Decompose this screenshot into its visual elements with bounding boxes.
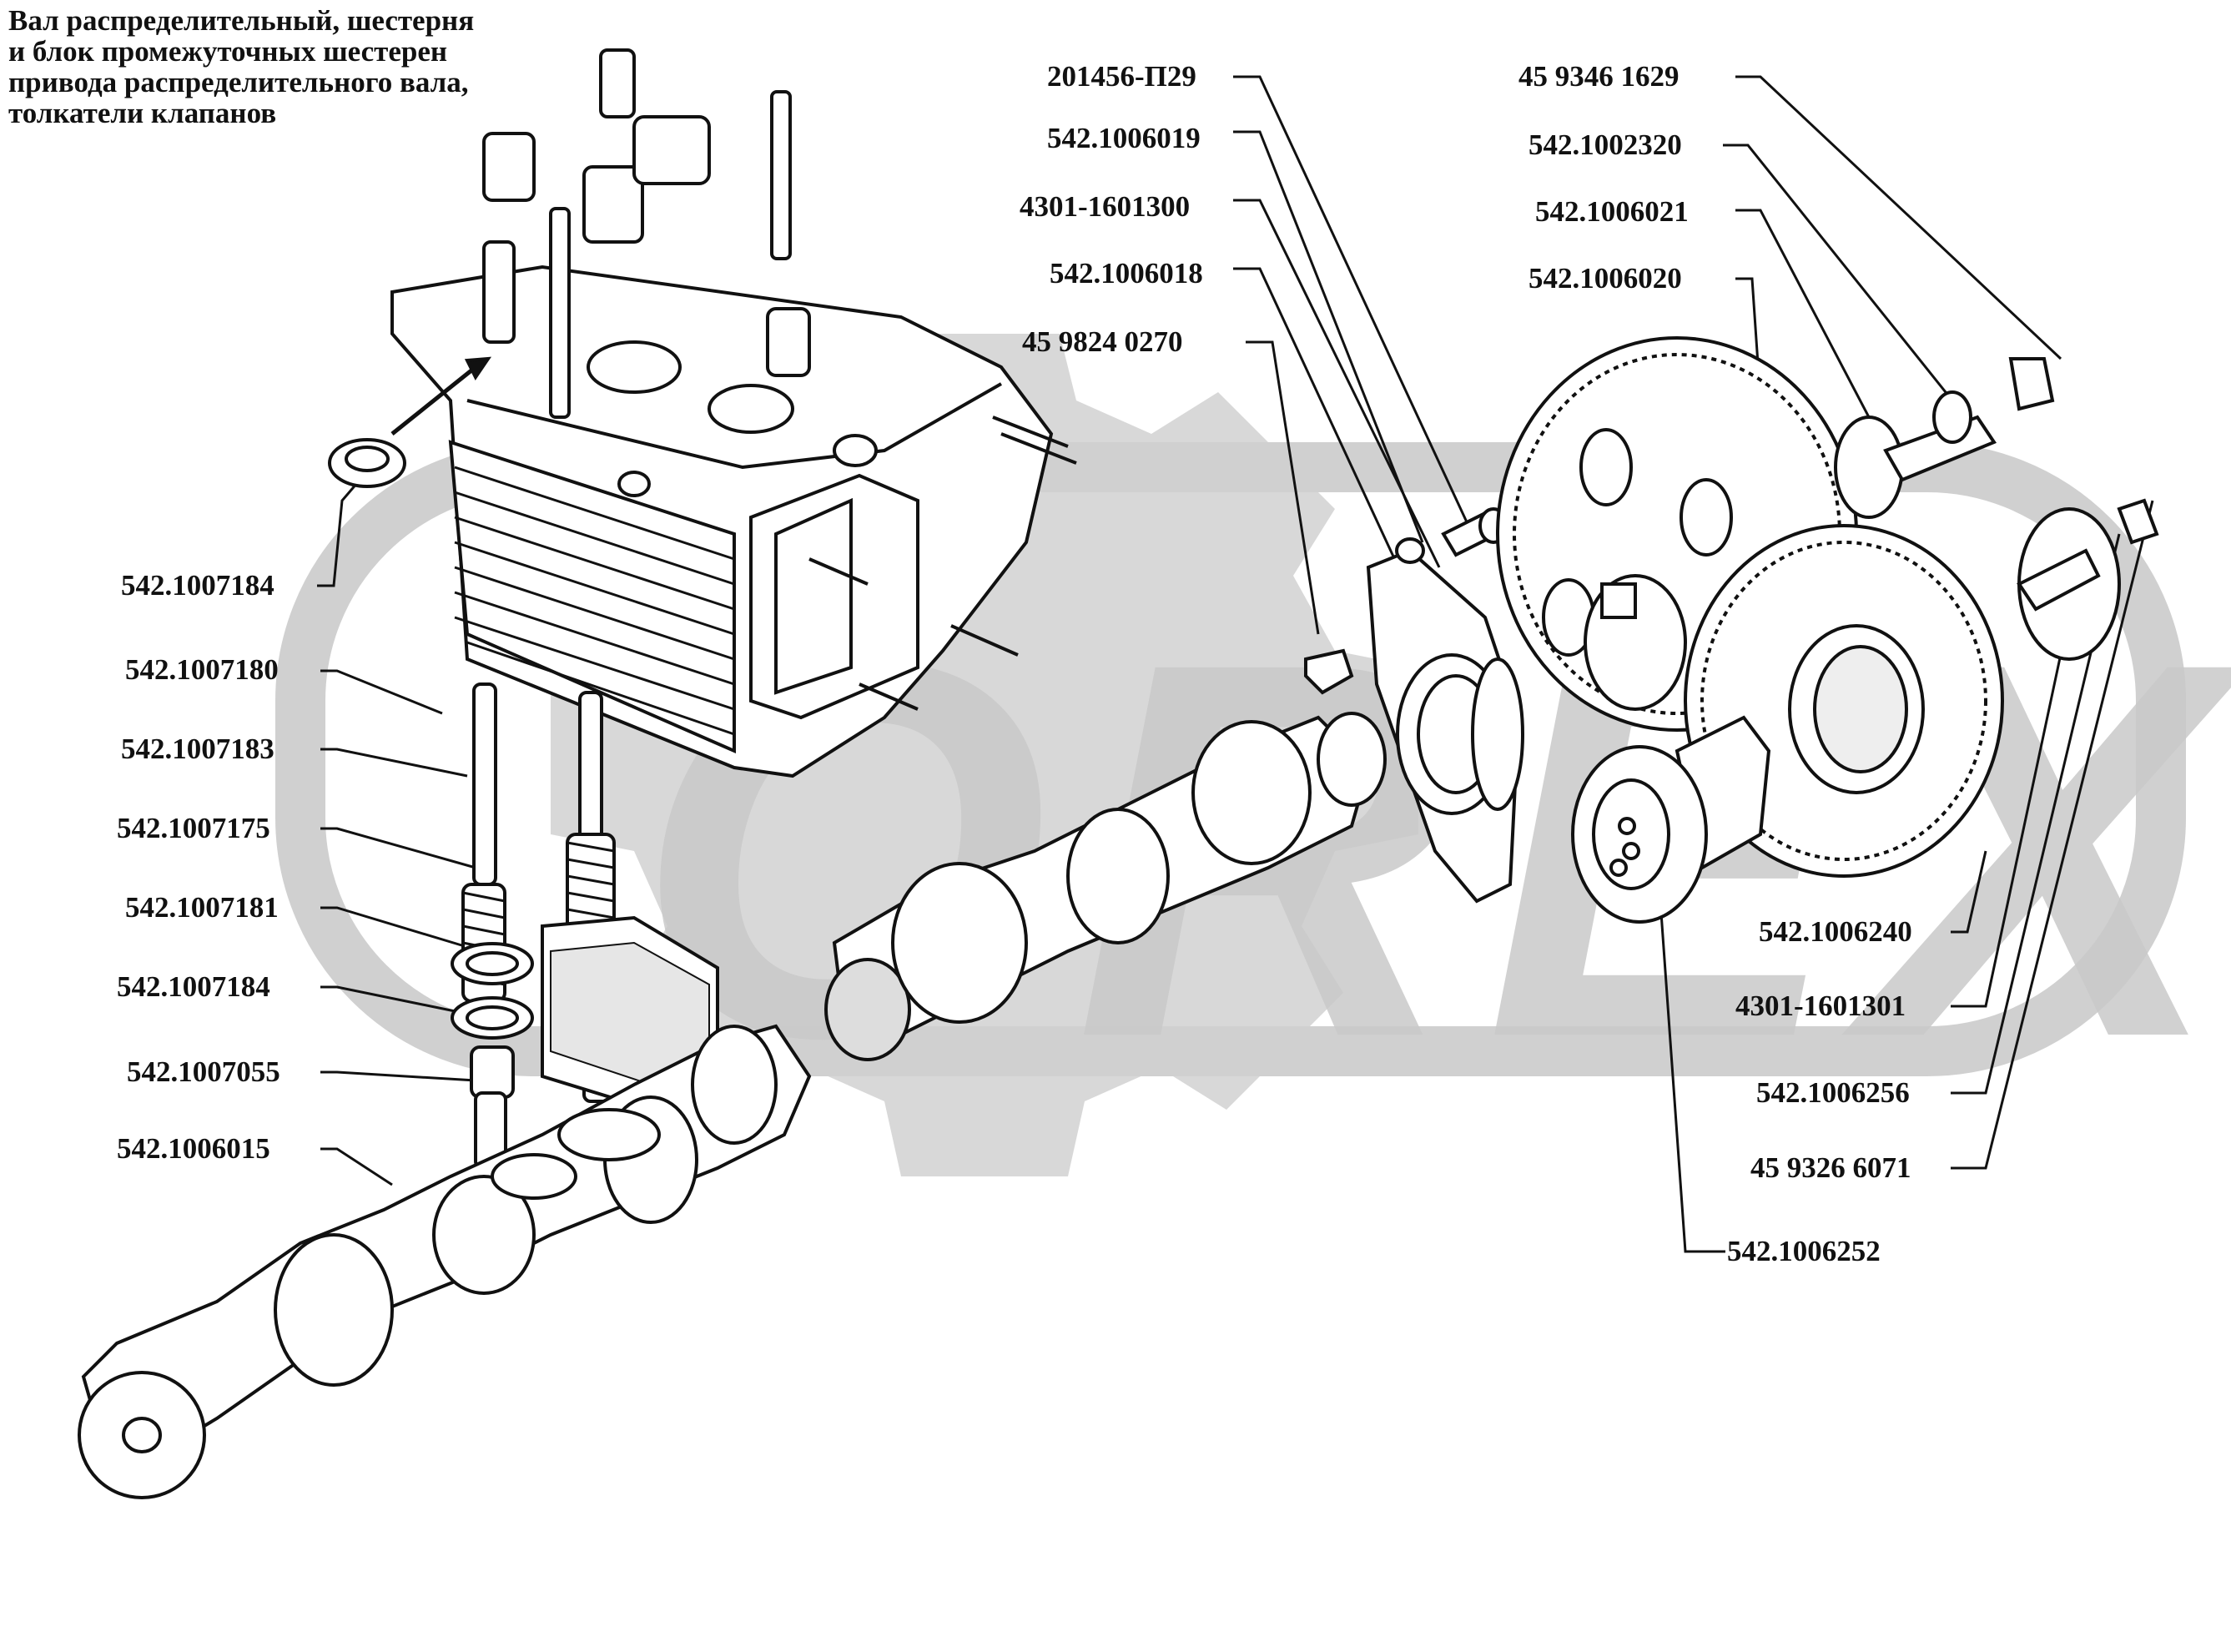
label-45-9824-0270: 45 9824 0270: [1022, 325, 1183, 358]
label-4301-1601301: 4301-1601301: [1735, 990, 1906, 1022]
title-line-1: Вал распределительный, шестерня: [8, 4, 475, 37]
label-542-1007180: 542.1007180: [125, 653, 279, 686]
woodruff-key: [1304, 648, 1354, 695]
label-4301-1601300: 4301-1601300: [1020, 190, 1191, 223]
label-542-1007184-bottom: 542.1007184: [117, 970, 270, 1003]
label-542-1006018: 542.1006018: [1050, 257, 1203, 290]
label-542-1006252: 542.1006252: [1727, 1235, 1881, 1267]
label-542-1007184-top: 542.1007184: [121, 569, 274, 602]
leader-lines: [317, 75, 2154, 1253]
label-542-1006240: 542.1006240: [1759, 915, 1912, 948]
label-542-1006021: 542.1006021: [1535, 195, 1689, 228]
title-line-4: толкатели клапанов: [8, 97, 277, 129]
label-542-1006020: 542.1006020: [1528, 262, 1682, 295]
washer-and-bolts: [1834, 357, 2159, 661]
label-542-1007183: 542.1007183: [121, 733, 274, 765]
seal-washer: [328, 438, 406, 488]
label-542-1006019: 542.1006019: [1047, 122, 1201, 154]
thrust-flange: [1366, 548, 1524, 904]
camshaft: [78, 1024, 812, 1499]
title-line-2: и блок промежуточных шестерен: [8, 35, 448, 68]
title-line-3: привода распределительного вала,: [8, 66, 469, 98]
label-542-1007181: 542.1007181: [125, 891, 279, 924]
gear-hub: [1571, 715, 1771, 924]
push-rod-assembly: [451, 682, 719, 1170]
label-201456-p29: 201456-П29: [1047, 60, 1196, 93]
label-542-1007055: 542.1007055: [127, 1055, 280, 1088]
label-45-9346-1629: 45 9346 1629: [1518, 60, 1680, 93]
diagram-title: Вал распределительный, шестерня и блок п…: [8, 5, 592, 128]
camshaft-middle: [824, 712, 1387, 1061]
label-542-1006256: 542.1006256: [1756, 1076, 1910, 1109]
cylinder-head: [390, 48, 1077, 778]
label-45-9326-6071: 45 9326 6071: [1750, 1151, 1911, 1184]
label-542-1006015: 542.1006015: [117, 1132, 270, 1165]
label-542-1002320: 542.1002320: [1528, 128, 1682, 161]
label-542-1007175: 542.1007175: [117, 812, 270, 844]
